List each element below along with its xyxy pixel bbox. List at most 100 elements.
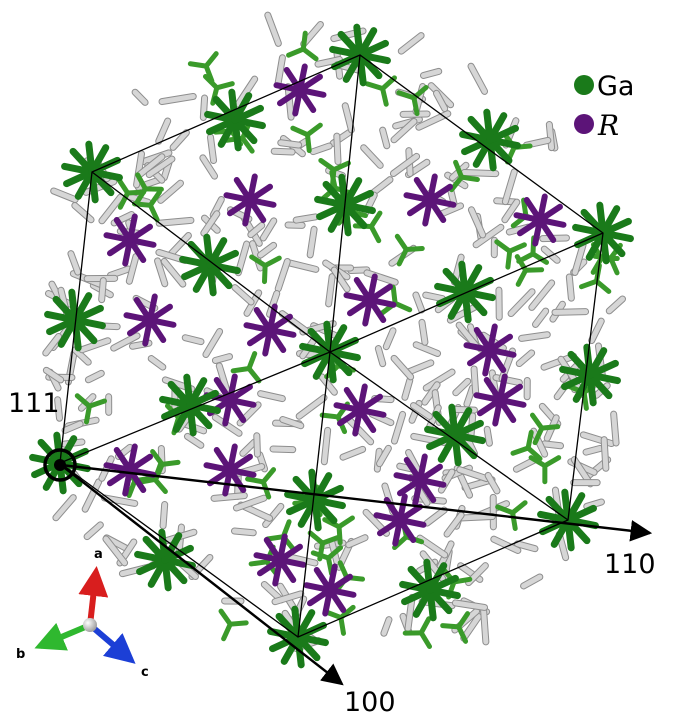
- ga-atom-bonds: [599, 217, 632, 237]
- ga-bond: [304, 122, 323, 138]
- legend-ga-swatch: [574, 75, 594, 95]
- bond: [275, 55, 285, 86]
- bond: [460, 514, 495, 521]
- ga-bond: [86, 398, 108, 409]
- bond: [484, 426, 492, 446]
- bond: [182, 335, 204, 345]
- bond: [99, 456, 114, 481]
- bond: [72, 347, 91, 365]
- direction-arrows: 111 110 100: [8, 388, 656, 717]
- bond: [346, 417, 374, 445]
- bond: [258, 242, 277, 258]
- bond: [103, 536, 128, 566]
- ga-atom-bonds: [311, 484, 344, 504]
- ga-bond: [134, 186, 148, 205]
- bond: [461, 614, 482, 641]
- ga-bond: [300, 30, 308, 52]
- ga-bond: [581, 390, 589, 411]
- bond: [491, 536, 521, 553]
- bond: [84, 522, 103, 540]
- bond: [184, 433, 204, 448]
- origin-dot: [54, 459, 66, 471]
- ga-atom-bonds: [206, 249, 239, 269]
- bond: [211, 493, 247, 501]
- bond: [514, 541, 538, 552]
- ga-bond: [203, 63, 215, 84]
- bond: [529, 280, 555, 310]
- triad-b-arrow: [34, 622, 92, 651]
- bond: [62, 421, 83, 433]
- bond: [606, 296, 625, 314]
- cell-edge: [59, 351, 331, 464]
- bond: [433, 90, 448, 112]
- bond: [108, 266, 131, 278]
- bond: [364, 270, 398, 285]
- bond: [272, 591, 304, 605]
- bond: [156, 217, 194, 226]
- ga-bond: [515, 267, 529, 287]
- bond: [423, 292, 445, 302]
- arrow-100: [60, 464, 344, 686]
- ga-bond: [505, 248, 513, 270]
- bond: [99, 278, 106, 303]
- r-atom-bonds: [327, 573, 354, 593]
- ga-bond: [325, 545, 344, 561]
- ga-bond: [248, 559, 270, 567]
- bond: [284, 553, 318, 566]
- ga-bond: [510, 510, 518, 532]
- bond: [212, 354, 233, 363]
- bond: [342, 103, 354, 133]
- bond: [203, 329, 223, 358]
- ga-bond: [117, 190, 131, 210]
- ga-bond: [507, 242, 527, 254]
- bond: [508, 289, 535, 317]
- ga-bond: [337, 560, 350, 580]
- bond: [502, 169, 517, 205]
- label-100: 100: [344, 687, 396, 717]
- ga-bond: [542, 455, 562, 469]
- bond: [334, 133, 341, 165]
- bond: [160, 502, 168, 529]
- bond: [572, 242, 586, 275]
- bond: [566, 274, 574, 301]
- ga-bond: [230, 365, 252, 374]
- ga-bond: [329, 169, 338, 191]
- bond: [419, 319, 428, 345]
- ga-bond: [214, 81, 235, 91]
- bond: [390, 153, 420, 176]
- axes-triad: a b c: [16, 547, 149, 680]
- ga-atom-bonds: [356, 39, 389, 59]
- ga-bond: [338, 604, 356, 621]
- ga-bond: [394, 233, 409, 253]
- bond: [231, 528, 256, 536]
- ga-bond: [338, 615, 346, 636]
- label-110: 110: [604, 549, 656, 580]
- bond: [417, 535, 448, 558]
- legend-ga-label: Ga: [597, 71, 634, 102]
- cell-edge: [329, 232, 604, 353]
- bond: [248, 222, 265, 238]
- ga-bond: [320, 535, 341, 546]
- bond: [346, 535, 368, 548]
- bond: [85, 370, 104, 383]
- r-atom-bonds: [367, 283, 394, 303]
- ga-bond: [116, 177, 131, 196]
- ga-bond: [317, 540, 326, 562]
- ga-bond: [187, 61, 209, 69]
- ga-atom-bonds: [461, 276, 494, 296]
- ga-atom-bonds: [586, 359, 619, 379]
- ga-bond: [265, 534, 286, 542]
- bond: [286, 260, 319, 272]
- bond: [146, 156, 175, 178]
- ga-bond: [530, 251, 550, 265]
- bond: [134, 151, 145, 188]
- bond: [406, 449, 421, 473]
- bond: [440, 203, 464, 216]
- bond: [126, 254, 139, 284]
- ga-bond: [380, 86, 389, 107]
- ga-atom-bonds: [451, 419, 484, 439]
- ga-bond: [218, 608, 233, 627]
- ga-bond: [261, 263, 268, 285]
